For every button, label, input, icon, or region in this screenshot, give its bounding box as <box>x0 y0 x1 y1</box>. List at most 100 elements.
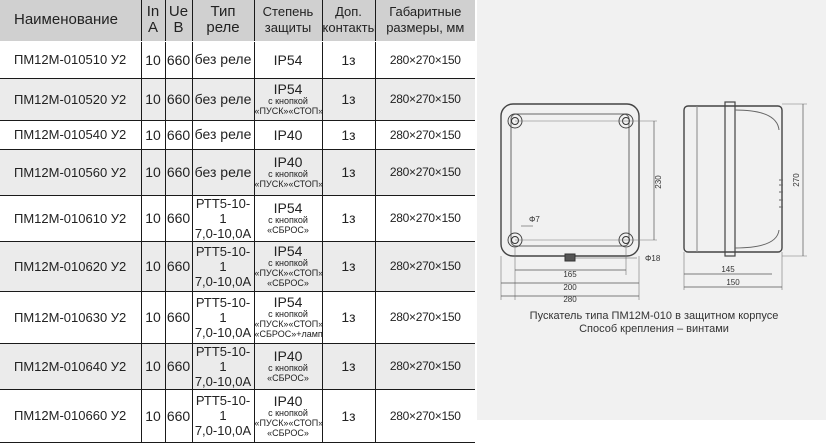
cell-name: ПМ12М-010510 У2 <box>0 41 142 78</box>
drawing-background <box>477 0 826 420</box>
relay-type-line1: РТТ5-10-1 <box>195 343 251 374</box>
dim-200-label: 200 <box>563 283 577 292</box>
protection-degree: IP40 <box>273 392 303 409</box>
relay-type-line1: РТТ5-10-1 <box>195 393 251 423</box>
cell-dims: 280×270×150 <box>389 259 461 273</box>
cell-name: ПМ12М-010630 У2 <box>0 291 142 343</box>
cell-ue-b: 660 <box>165 343 193 389</box>
relay-type-line1: РТТ5-10-1 <box>195 195 251 226</box>
cell-ue-b: 660 <box>165 78 193 120</box>
cell-name: ПМ12М-010540 У2 <box>0 120 142 149</box>
protection-note: с кнопкой <box>268 215 308 225</box>
cell-ue-b: 660 <box>165 241 193 291</box>
cell-in-a: 10 <box>141 149 166 195</box>
dim-280-label: 280 <box>563 295 577 304</box>
cell-name: ПМ12М-010560 У2 <box>0 149 142 195</box>
relay-type-line1: РТТ5-10-1 <box>195 243 251 274</box>
cell-ue-b: 660 <box>165 291 193 343</box>
relay-type-line2: 7,0-10,0А <box>194 273 252 289</box>
side-view-flange <box>724 101 736 257</box>
cable-gland <box>564 253 576 262</box>
relay-type: без реле <box>194 126 252 142</box>
cell-degree: IP40 <box>254 120 323 149</box>
header-name: Наименование <box>0 0 142 42</box>
header-degree-line2: защиты <box>264 20 312 36</box>
cell-name: ПМ12М-010660 У2 <box>0 389 142 442</box>
cell-in-a: 10 <box>141 78 166 120</box>
cell-contacts: 1з <box>322 78 376 120</box>
relay-type-line2: 7,0-10,0А <box>194 225 252 241</box>
cell-contacts: 1з <box>322 195 376 241</box>
protection-degree: IP40 <box>273 154 303 170</box>
cell-dims: 280×270×150 <box>389 127 461 142</box>
header-dims-line1: Габаритные <box>389 4 462 20</box>
cell-relay: без реле <box>192 120 255 149</box>
protection-note: с кнопкой <box>268 258 308 268</box>
cell-name: ПМ12М-010520 У2 <box>0 78 142 120</box>
protection-degree: IP54 <box>273 294 303 310</box>
protection-degree: IP54 <box>273 243 303 259</box>
protection-note: «СБРОС» <box>267 373 309 383</box>
dim-165-label: 165 <box>563 270 577 279</box>
cell-name: ПМ12М-010610 У2 <box>0 195 142 241</box>
gland-diameter-label: Φ18 <box>645 254 661 263</box>
protection-note: «ПУСК»«СТОП» <box>254 319 322 329</box>
cell-contacts: 1з <box>322 343 376 389</box>
dim-150-label: 150 <box>726 278 740 287</box>
protection-note: «ПУСК»«СТОП» <box>254 417 322 428</box>
relay-type: без реле <box>194 90 252 107</box>
front-view-inner <box>510 113 630 247</box>
protection-note: с кнопкой <box>268 309 308 319</box>
header-dims: Габаритные размеры, мм <box>375 0 475 42</box>
cell-in-a: 10 <box>141 41 166 78</box>
cell-dims: 280×270×150 <box>389 52 461 67</box>
dim-230-label: 230 <box>654 175 663 189</box>
cell-dims: 280×270×150 <box>389 165 461 179</box>
protection-note: «ПУСК»«СТОП» <box>254 268 322 278</box>
header-ue-b: Ue B <box>165 0 193 42</box>
relay-type-line2: 7,0-10,0А <box>194 324 252 340</box>
header-degree: Степень защиты <box>254 0 323 42</box>
cell-relay: без реле <box>192 149 255 195</box>
protection-note: с кнопкой <box>268 169 308 179</box>
protection-note: с кнопкой <box>268 407 308 418</box>
header-contacts: Доп. контакты <box>322 0 376 42</box>
cell-relay: без реле <box>192 41 255 78</box>
protection-degree: IP40 <box>273 126 303 143</box>
cell-contacts: 1з <box>322 120 376 149</box>
cell-dims: 280×270×150 <box>389 92 461 106</box>
protection-note: «ПУСК»«СТОП» <box>254 179 322 189</box>
table-header-row: Наименование In A Ue B Тип реле Степень … <box>0 0 475 42</box>
protection-note: «ПУСК»«СТОП» <box>254 106 322 116</box>
cell-relay: без реле <box>192 78 255 120</box>
cell-in-a: 10 <box>141 389 166 442</box>
cell-contacts: 1з <box>322 389 376 442</box>
cell-name: ПМ12М-010620 У2 <box>0 241 142 291</box>
dim-270-label: 270 <box>792 173 801 187</box>
spec-table: Наименование In A Ue B Тип реле Степень … <box>0 0 475 442</box>
header-contacts-line2: контакты <box>322 20 375 36</box>
relay-type: без реле <box>194 51 252 67</box>
cell-name: ПМ12М-010640 У2 <box>0 343 142 389</box>
cell-dims: 280×270×150 <box>389 408 461 423</box>
cell-in-a: 10 <box>141 241 166 291</box>
protection-note: «СБРОС» <box>267 278 309 288</box>
dim-145-label: 145 <box>721 265 735 274</box>
header-dims-line2: размеры, мм <box>386 20 465 36</box>
protection-degree: IP54 <box>273 200 303 216</box>
cell-ue-b: 660 <box>165 195 193 241</box>
protection-note: с кнопкой <box>268 96 308 106</box>
